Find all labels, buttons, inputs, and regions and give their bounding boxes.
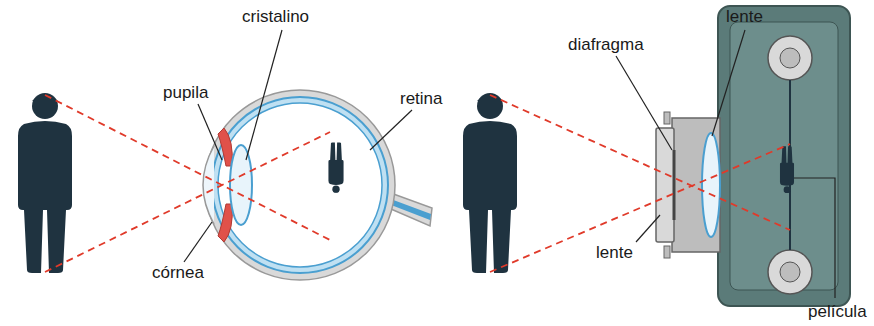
camera (656, 6, 850, 306)
part-label: diafragma (568, 36, 644, 55)
light-ray (45, 95, 790, 272)
part-label: córnea (152, 264, 204, 283)
part-label: película (808, 303, 867, 322)
part-label: pupila (163, 84, 208, 103)
part-label: lente (726, 8, 763, 27)
part-label: lente (596, 244, 633, 263)
part-label: cristalino (242, 8, 309, 27)
part-label: retina (400, 90, 443, 109)
leader-line (184, 30, 835, 298)
eye (203, 90, 432, 280)
person-silhouette (18, 93, 72, 273)
person-silhouette (463, 93, 517, 273)
